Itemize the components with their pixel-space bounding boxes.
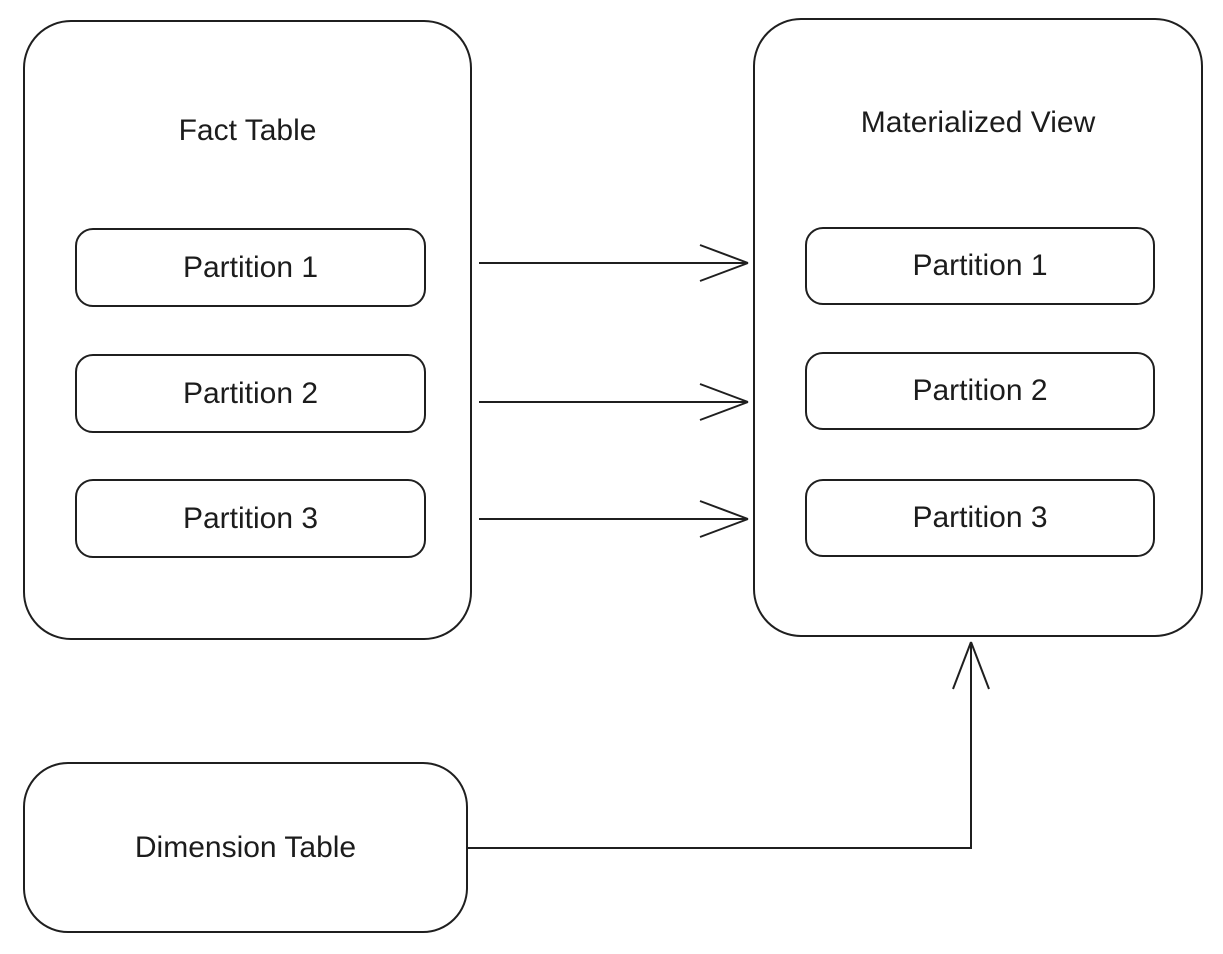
fact-table-partition-2: Partition 2 [75,354,426,433]
fact-table-partition-2-label: Partition 2 [182,376,319,410]
materialized-view-partition-2: Partition 2 [805,352,1155,430]
fact-table-partition-1-label: Partition 1 [182,250,319,284]
fact-table-partition-1: Partition 1 [75,228,426,307]
dimension-table-node: Dimension Table [23,762,468,933]
materialized-view-partition-1: Partition 1 [805,227,1155,305]
edge-partition-3-arrow [479,500,749,538]
dimension-table-title: Dimension Table [134,830,357,864]
edge-dimension-table-arrow [468,641,990,849]
materialized-view-title: Materialized View [860,106,1096,139]
fact-table-partition-3: Partition 3 [75,479,426,558]
edge-partition-2-arrow [479,383,749,421]
materialized-view-partition-3: Partition 3 [805,479,1155,557]
materialized-view-partition-3-label: Partition 3 [912,501,1048,534]
materialized-view-node: Materialized View Partition 1 Partition … [753,18,1203,637]
fact-table-partition-3-label: Partition 3 [182,501,319,535]
fact-table-node: Fact Table Partition 1 Partition 2 Parti… [23,20,472,640]
edge-partition-1-arrow [479,244,749,282]
fact-table-title: Fact Table [178,114,317,147]
materialized-view-partition-1-label: Partition 1 [912,249,1048,282]
materialized-view-partition-2-label: Partition 2 [912,374,1048,407]
